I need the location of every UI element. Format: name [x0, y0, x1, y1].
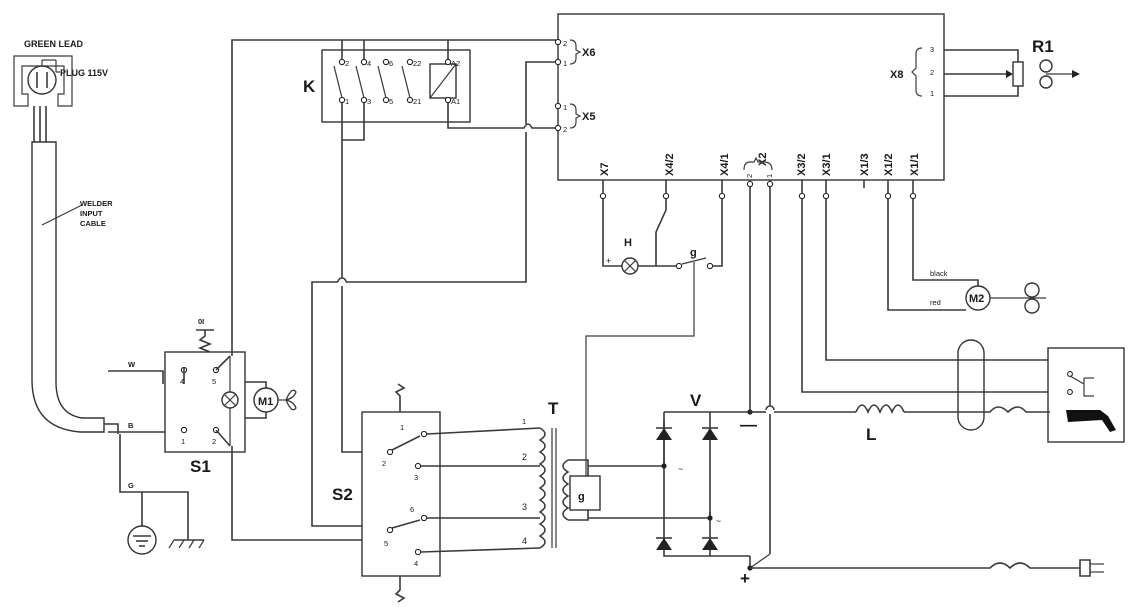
t-tap-1: 1: [522, 417, 526, 426]
s2-pin-5: 5: [384, 539, 388, 548]
x8-pin-2: 2: [930, 68, 934, 77]
terminal-x7: X7: [599, 163, 611, 176]
torch-icon: [1066, 410, 1116, 432]
cable-label-2: INPUT: [80, 209, 103, 218]
k-pin-6: 6: [389, 59, 393, 68]
red-label: red: [930, 298, 941, 307]
minus-label: —: [740, 415, 757, 434]
s2-label: S2: [332, 485, 353, 504]
x6-label: X6: [582, 47, 595, 59]
feed-roller-icon: [1022, 282, 1046, 314]
x8-pin-1: 1: [930, 89, 934, 98]
m2-label: M2: [969, 293, 984, 305]
v-label: V: [690, 391, 702, 410]
terminal-x1-3: X1/3: [859, 153, 871, 176]
chassis-ground-icon: [142, 491, 205, 549]
x8-label: X8: [890, 69, 903, 81]
green-lead-label: GREEN LEAD: [24, 39, 84, 49]
k-pin-1: 1: [345, 97, 349, 106]
t-label: T: [548, 399, 559, 418]
ground-icon: [127, 492, 157, 555]
plus-label: +: [740, 569, 750, 588]
cable-sheath: [957, 339, 985, 431]
terminal-x3-2: X3/2: [796, 153, 808, 176]
fan-motor-m1: M1: [245, 381, 297, 419]
switch-s1: S1 4 5 1 2: [164, 351, 246, 476]
black-label: black: [930, 269, 948, 278]
terminal-x1-1: X1/1: [909, 153, 921, 176]
k-pin-3: 3: [367, 97, 371, 106]
s2-pin-6: 6: [410, 505, 414, 514]
s1-label: S1: [190, 457, 211, 476]
g-box-label: g: [578, 491, 585, 503]
s1-pin-2: 2: [212, 437, 216, 446]
ground-clamp-icon: [1079, 559, 1104, 577]
indicator-lamp-h: H +: [602, 199, 667, 275]
terminal-x4-2: X4/2: [664, 153, 676, 176]
cable-label-1: WELDER: [80, 199, 113, 208]
k-pin-5: 5: [389, 97, 393, 106]
k-pin-22: 22: [413, 59, 421, 68]
s2-pin-4: 4: [414, 559, 418, 568]
wire-w-label: W: [128, 360, 136, 369]
thermal-overload: 0I: [196, 317, 214, 353]
g-switch-label: g: [690, 247, 697, 259]
t-tap-3: 3: [522, 502, 527, 512]
k-label: K: [303, 77, 316, 96]
t-tap-2: 2: [522, 452, 527, 462]
k-pin-4: 4: [367, 59, 371, 68]
relay-k: K 2 4 6 22 A2 1 3 5 21 A1: [303, 49, 471, 123]
ol-label: 0I: [198, 317, 204, 326]
terminal-x4-1: X4/1: [719, 153, 731, 176]
x5-pin-2: 2: [563, 125, 567, 134]
terminal-x2: X2: [757, 153, 769, 166]
k-pin-a2: A2: [451, 59, 460, 68]
k-pin-2: 2: [345, 59, 349, 68]
h-plus: +: [606, 256, 611, 266]
x5-pin-1: 1: [563, 103, 567, 112]
x6-pin-1: 1: [563, 59, 567, 68]
thermal-sensor-g: [569, 475, 601, 511]
svg-text:~: ~: [678, 464, 683, 474]
rectifier-v: V ~ ~ — +: [656, 391, 771, 588]
plug-label: PLUG 115V: [60, 68, 108, 78]
s1-pin-4: 4: [180, 377, 184, 386]
transformer-t: T 1 2 3 4: [522, 399, 570, 549]
fan-blade-icon: [285, 389, 297, 411]
k-pin-21: 21: [413, 97, 421, 106]
x8-pin-3: 3: [930, 45, 934, 54]
m1-label: M1: [258, 396, 273, 408]
x6-pin-2: 2: [563, 39, 567, 48]
t-tap-4: 4: [522, 536, 527, 546]
control-board: 2 1 X6 1 2 X5 X8 3 2 1 X7 X4/2 X4/1 X2 2…: [554, 13, 945, 181]
l-label: L: [866, 425, 876, 444]
wire-b-label: B: [128, 421, 134, 430]
wire-feed-motor-m2: black red M2: [887, 199, 1046, 314]
r1-label: R1: [1032, 37, 1054, 56]
x2-pin-2: 2: [745, 174, 754, 178]
switch-s2: S2 2 1 3 5 6 4: [332, 383, 441, 603]
s1-pin-5: 5: [212, 377, 216, 386]
wire-g-label: G: [128, 481, 134, 490]
k-pin-a1: A1: [451, 97, 460, 106]
x2-pin-1: 1: [765, 174, 774, 178]
terminal-x3-1: X3/1: [821, 153, 833, 176]
x5-label: X5: [582, 111, 595, 123]
terminal-x1-2: X1/2: [883, 153, 895, 176]
welder-input-cable: WELDER INPUT CABLE: [31, 106, 119, 434]
power-plug: GREEN LEAD PLUG 115V: [13, 39, 108, 107]
knob-icon: [1039, 59, 1080, 89]
s2-pin-2: 2: [382, 459, 386, 468]
h-label: H: [624, 237, 632, 249]
svg-text:~: ~: [716, 516, 721, 526]
s2-pin-1: 1: [400, 423, 404, 432]
potentiometer-r1: R1: [944, 37, 1080, 97]
s1-pin-1: 1: [181, 437, 185, 446]
thermal-switch-g: g: [656, 199, 723, 280]
plug-icon: [27, 65, 57, 95]
cable-label-3: CABLE: [80, 219, 106, 228]
s2-pin-3: 3: [414, 473, 418, 482]
